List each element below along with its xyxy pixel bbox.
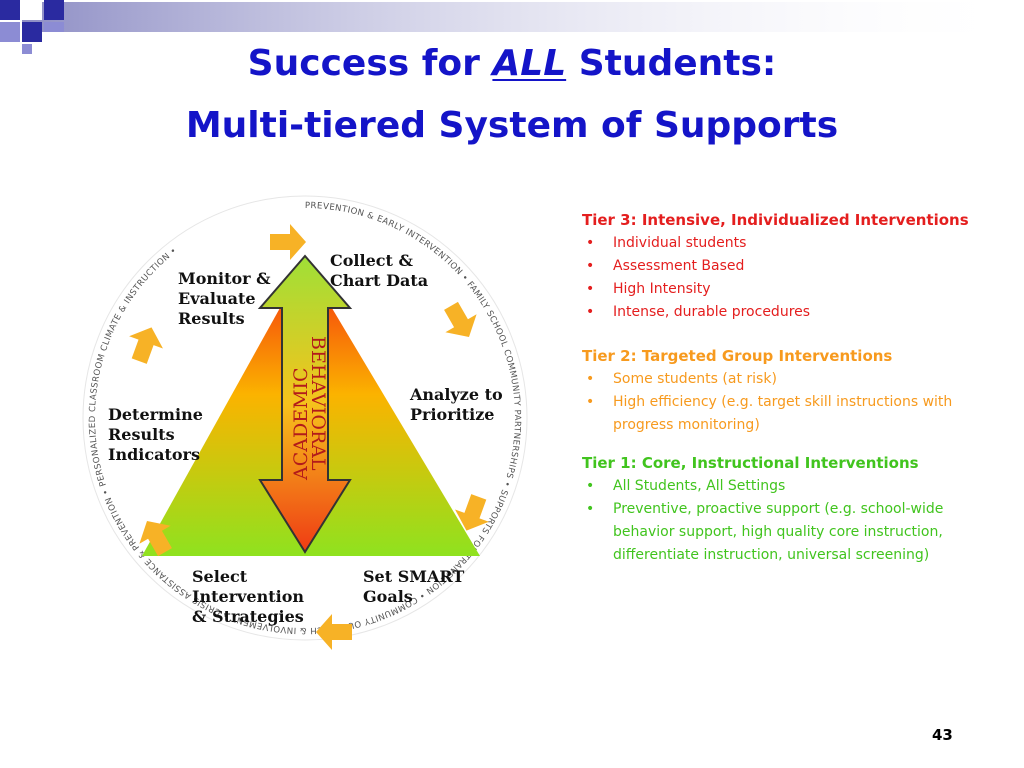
tier-1-list: All Students, All Settings Preventive, p…: [582, 475, 1002, 567]
cycle-arrow-bottom: [316, 614, 352, 650]
tier-2-heading: Tier 2: Targeted Group Interventions: [582, 347, 893, 365]
slide-number: 43: [932, 726, 953, 744]
list-item: Assessment Based: [582, 255, 1002, 278]
academic-label: ACADEMIC: [290, 367, 312, 481]
slide-title: Success for ALL Students:: [0, 42, 1024, 86]
list-item: Some students (at risk): [582, 368, 1002, 391]
cycle-arrow-upper-right: [444, 301, 477, 338]
corner-decoration: [0, 0, 1024, 54]
cycle-arrows: [129, 224, 489, 650]
mtss-cycle-diagram: PREVENTION & EARLY INTERVENTION • FAMILY…: [82, 195, 528, 650]
cycle-arrow-right: [455, 494, 489, 531]
step-select: Select Intervention & Strategies: [192, 567, 310, 626]
tier-1-heading: Tier 1: Core, Instructional Intervention…: [582, 454, 919, 472]
tier-2-list: Some students (at risk) High efficiency …: [582, 368, 1002, 437]
list-item: All Students, All Settings: [582, 475, 1002, 498]
tier-1-block: Tier 1: Core, Instructional Intervention…: [582, 451, 1002, 567]
tier-3-list: Individual students Assessment Based Hig…: [582, 232, 1002, 324]
step-analyze: Analyze to Prioritize: [409, 385, 508, 424]
list-item: Preventive, proactive support (e.g. scho…: [582, 498, 1002, 567]
list-item: High Intensity: [582, 278, 1002, 301]
title-part-2: Students:: [566, 43, 777, 84]
cycle-arrow-top: [270, 224, 306, 260]
slide-subtitle: Multi-tiered System of Supports: [185, 105, 839, 146]
outer-ring: [82, 195, 528, 641]
list-item: Individual students: [582, 232, 1002, 255]
step-set-goals: Set SMART Goals: [363, 567, 470, 606]
tier-3-heading: Tier 3: Intensive, Individualized Interv…: [582, 211, 969, 229]
step-monitor: Monitor & Evaluate Results: [178, 269, 276, 328]
academic-behavioral-arrow: [257, 254, 353, 554]
list-item: High efficiency (e.g. target skill instr…: [582, 391, 1002, 437]
tier-2-block: Tier 2: Targeted Group Interventions Som…: [582, 344, 1002, 437]
step-determine: Determine Results Indicators: [108, 405, 208, 464]
cycle-arrow-left: [129, 327, 163, 364]
title-emphasis: ALL: [492, 43, 567, 84]
behavioral-label: BEHAVIORAL: [307, 336, 329, 471]
cycle-arrow-lower-left: [139, 520, 172, 557]
step-collect: Collect & Chart Data: [330, 251, 428, 290]
title-part-1: Success for: [247, 43, 493, 84]
tier-descriptions: Tier 3: Intensive, Individualized Interv…: [582, 208, 1002, 581]
tier-3-block: Tier 3: Intensive, Individualized Interv…: [582, 208, 1002, 324]
list-item: Intense, durable procedures: [582, 301, 1002, 324]
